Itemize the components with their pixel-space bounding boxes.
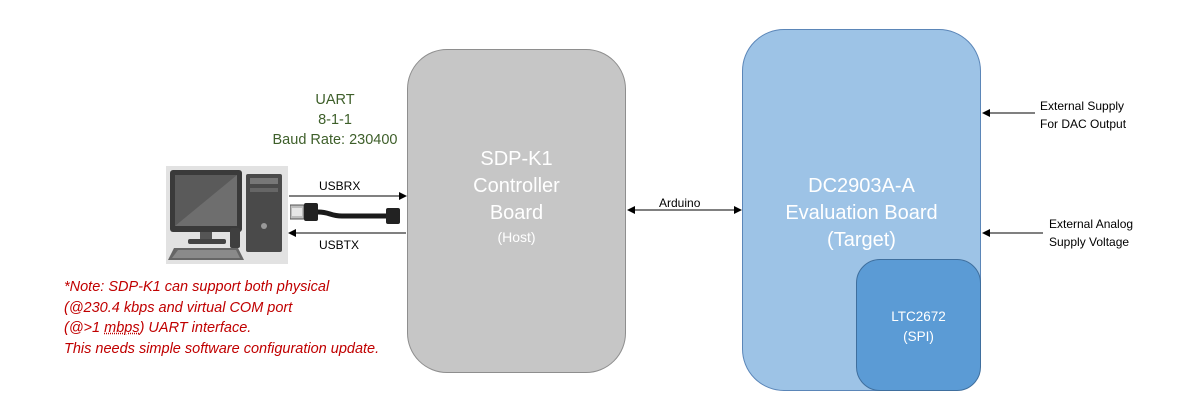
dc-title-line-2: Evaluation Board bbox=[785, 202, 938, 224]
usbtx-label: USBTX bbox=[319, 238, 360, 252]
ltc-title-line-2: (SPI) bbox=[903, 329, 934, 344]
note-line-1: *Note: SDP-K1 can support both physical bbox=[64, 279, 330, 295]
uart-line-2: 8-1-1 bbox=[318, 112, 352, 128]
sdp-title-line-1: SDP-K1 bbox=[480, 148, 553, 170]
uart-line-1: UART bbox=[315, 92, 355, 108]
note-line-2: (@230.4 kbps and virtual COM port bbox=[64, 299, 293, 316]
note-line-3: (@>1 mbps) UART interface. bbox=[64, 320, 252, 336]
external-analog-label: External Analog Supply Voltage bbox=[1049, 217, 1134, 249]
uart-config-label: UART 8-1-1 Baud Rate: 230400 bbox=[250, 90, 420, 150]
usb-cable-icon bbox=[290, 203, 400, 224]
computer-icon bbox=[166, 166, 288, 264]
software-note: *Note: SDP-K1 can support both physical … bbox=[64, 277, 379, 359]
external-supply-dac-label: External Supply For DAC Output bbox=[1040, 99, 1127, 131]
dc-title-line-1: DC2903A-A bbox=[808, 175, 915, 197]
sdp-title-host: (Host) bbox=[497, 229, 536, 245]
usbrx-label: USBRX bbox=[319, 179, 361, 193]
uart-line-3: Baud Rate: 230400 bbox=[272, 132, 398, 148]
sdp-title-line-2: Controller bbox=[473, 175, 560, 197]
ltc2672-chip: LTC2672 (SPI) bbox=[856, 259, 981, 391]
note-line-4: This needs simple software configuration… bbox=[64, 340, 380, 357]
ltc-title-line-1: LTC2672 bbox=[891, 309, 946, 324]
arduino-label: Arduino bbox=[659, 196, 701, 210]
sdp-k1-controller-board: SDP-K1 Controller Board (Host) bbox=[407, 49, 626, 373]
dc-title-line-3: (Target) bbox=[827, 229, 896, 251]
sdp-title-line-3: Board bbox=[489, 202, 544, 224]
